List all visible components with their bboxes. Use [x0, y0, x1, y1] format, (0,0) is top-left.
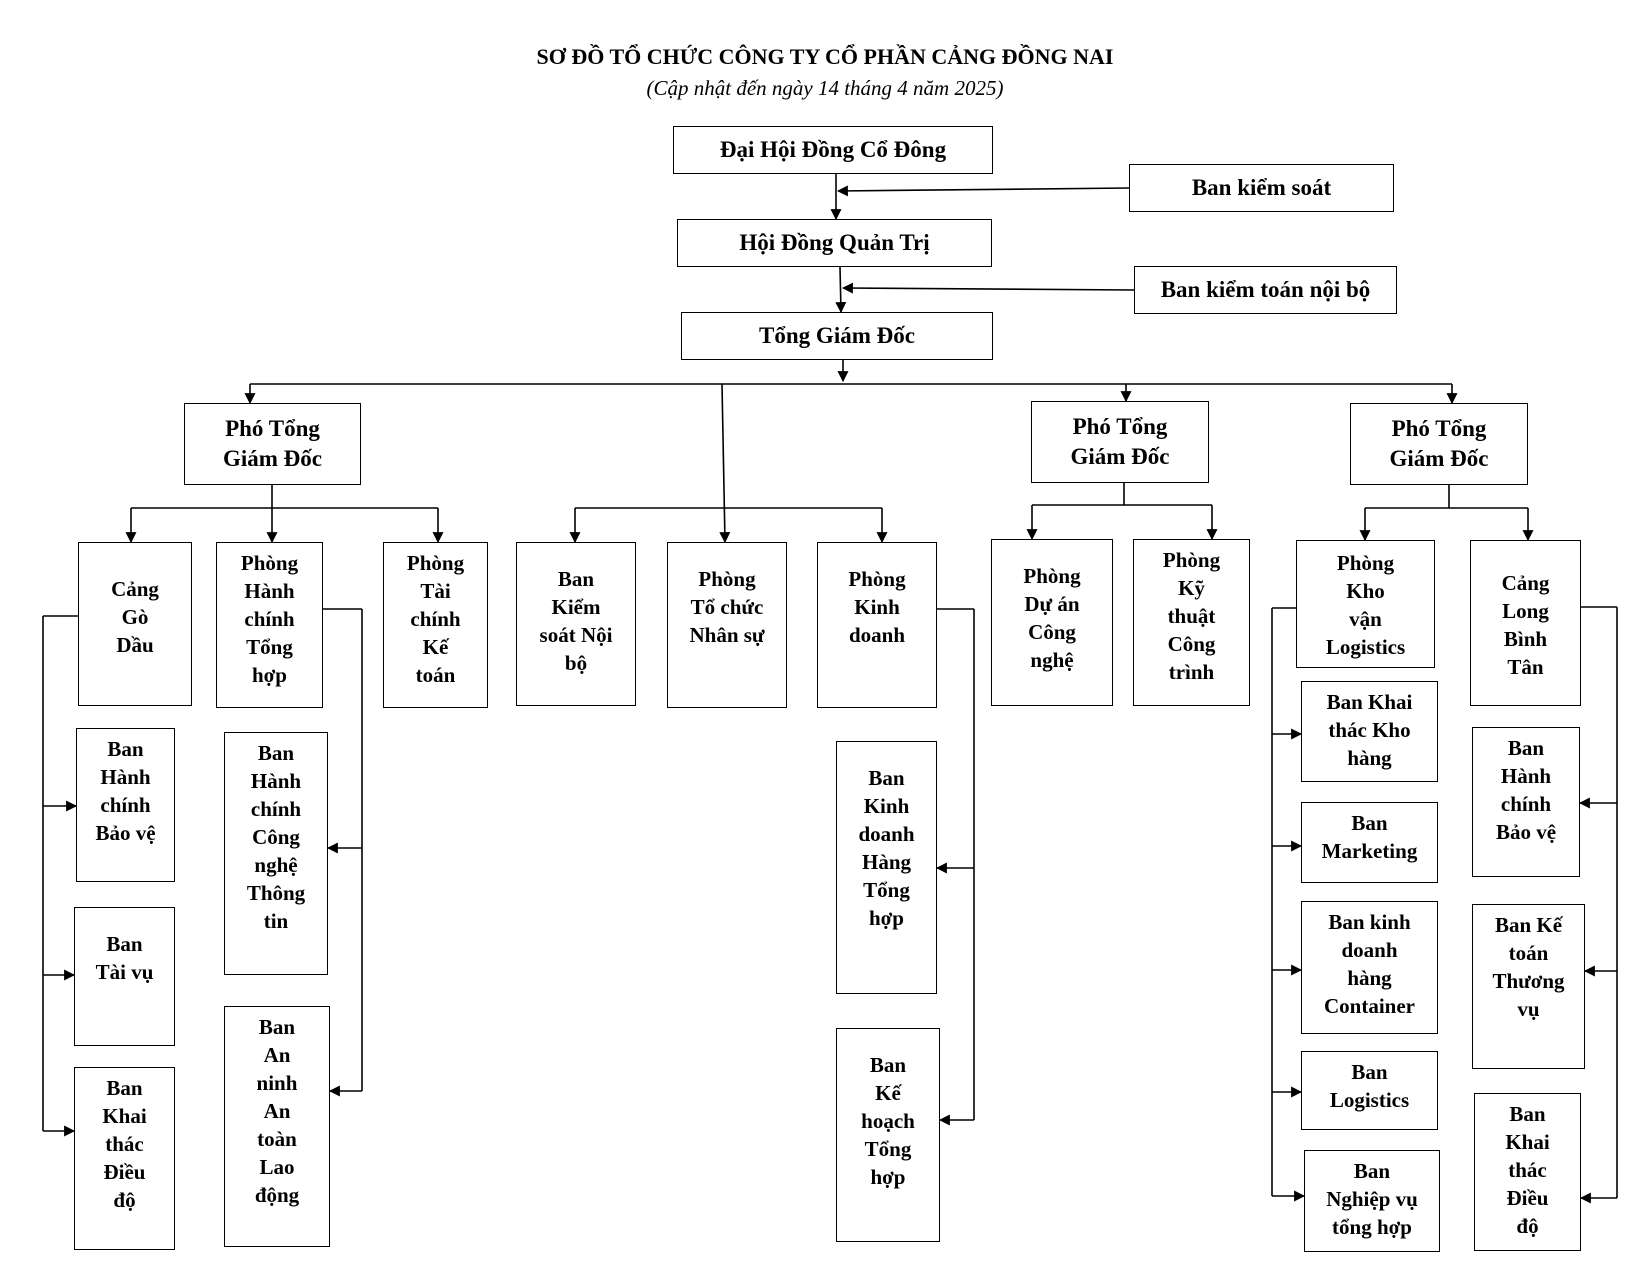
tech-project-dept-label: Phòng Dự án Công nghệ: [1023, 564, 1081, 672]
go-dau-dispatch-label: Ban Khai thác Điều độ: [102, 1076, 147, 1212]
supervisory-label: Ban kiểm soát: [1191, 175, 1332, 200]
connector-line-1: [836, 185, 1130, 197]
marketing-unit-box: Ban Marketing: [1301, 802, 1438, 883]
business-dept-box: Phòng Kinh doanh: [817, 542, 937, 708]
hr-dept-label: Phòng Tổ chức Nhân sự: [689, 567, 765, 647]
long-binh-tan-port-box: Cảng Long Bình Tân: [1470, 540, 1581, 706]
ceo-box: Tổng Giám Đốc: [681, 312, 993, 360]
safety-unit-label: Ban An ninh An toàn Lao động: [254, 1015, 300, 1207]
internal-control-box: Ban Kiểm soát Nội bộ: [516, 542, 636, 706]
construction-dept-label: Phòng Kỹ thuật Công trình: [1162, 548, 1221, 684]
deputy-ceo-2-box: Phó Tổng Giám Đốc: [1031, 401, 1209, 483]
deputy-ceo-2-label: Phó Tổng Giám Đốc: [1070, 414, 1170, 469]
shareholders-label: Đại Hội Đồng Cổ Đông: [719, 137, 947, 162]
planning-unit-label: Ban Kế hoạch Tổng hợp: [861, 1053, 915, 1189]
go-dau-port-label: Cảng Gò Dầu: [111, 577, 159, 657]
marketing-unit-label: Ban Marketing: [1321, 811, 1418, 863]
logistics-unit-box: Ban Logistics: [1301, 1051, 1438, 1130]
shareholders-box: Đại Hội Đồng Cổ Đông: [673, 126, 993, 174]
deputy-ceo-3-box: Phó Tổng Giám Đốc: [1350, 403, 1528, 485]
connector-line-3: [841, 282, 1135, 294]
general-ops-unit-box: Ban Nghiệp vụ tổng hợp: [1304, 1150, 1440, 1252]
lbt-accounting-label: Ban Kế toán Thương vụ: [1492, 913, 1565, 1021]
general-ops-unit-label: Ban Nghiệp vụ tổng hợp: [1326, 1159, 1418, 1239]
it-unit-box: Ban Hành chính Công nghệ Thông tin: [224, 732, 328, 975]
warehouse-unit-label: Ban Khai thác Kho hàng: [1326, 690, 1413, 770]
supervisory-box: Ban kiểm soát: [1129, 164, 1394, 212]
connector-line-2: [835, 266, 847, 314]
deputy-ceo-1-box: Phó Tổng Giám Đốc: [184, 403, 361, 485]
lbt-security-label: Ban Hành chính Bảo vệ: [1495, 736, 1557, 844]
internal-audit-label: Ban kiểm toán nội bộ: [1160, 277, 1371, 302]
go-dau-treasury-label: Ban Tài vụ: [95, 932, 154, 984]
hr-dept-box: Phòng Tổ chức Nhân sự: [667, 542, 787, 708]
warehouse-unit-box: Ban Khai thác Kho hàng: [1301, 681, 1438, 782]
safety-unit-box: Ban An ninh An toàn Lao động: [224, 1006, 330, 1247]
board-box: Hội Đồng Quản Trị: [677, 219, 992, 267]
finance-dept-label: Phòng Tài chính Kế toán: [406, 551, 465, 687]
ceo-label: Tổng Giám Đốc: [759, 323, 915, 348]
go-dau-port-box: Cảng Gò Dầu: [78, 542, 192, 706]
logistics-unit-label: Ban Logistics: [1329, 1060, 1410, 1112]
container-unit-box: Ban kinh doanh hàng Container: [1301, 901, 1438, 1034]
chart-subtitle: (Cập nhật đến ngày 14 tháng 4 năm 2025): [646, 76, 1004, 100]
go-dau-security-label: Ban Hành chính Bảo vệ: [95, 737, 156, 845]
finance-dept-box: Phòng Tài chính Kế toán: [383, 542, 488, 708]
long-binh-tan-port-label: Cảng Long Bình Tân: [1501, 571, 1550, 679]
lbt-accounting-box: Ban Kế toán Thương vụ: [1472, 904, 1585, 1069]
planning-unit-box: Ban Kế hoạch Tổng hợp: [836, 1028, 940, 1242]
general-goods-unit-box: Ban Kinh doanh Hàng Tổng hợp: [836, 741, 937, 994]
logistics-dept-box: Phòng Kho vận Logistics: [1296, 540, 1435, 668]
admin-dept-label: Phòng Hành chính Tổng hợp: [240, 551, 299, 687]
chart-title: SƠ ĐỒ TỔ CHỨC CÔNG TY CỔ PHẦN CẢNG ĐỒNG …: [536, 44, 1114, 69]
tech-project-dept-box: Phòng Dự án Công nghệ: [991, 539, 1113, 706]
go-dau-security-box: Ban Hành chính Bảo vệ: [76, 728, 175, 882]
go-dau-dispatch-box: Ban Khai thác Điều độ: [74, 1067, 175, 1250]
connector-line-9: [719, 383, 731, 544]
deputy-ceo-1-label: Phó Tổng Giám Đốc: [222, 416, 322, 471]
admin-dept-box: Phòng Hành chính Tổng hợp: [216, 542, 323, 708]
internal-audit-box: Ban kiểm toán nội bộ: [1134, 266, 1397, 314]
container-unit-label: Ban kinh doanh hàng Container: [1324, 910, 1415, 1018]
board-label: Hội Đồng Quản Trị: [739, 230, 930, 255]
construction-dept-box: Phòng Kỹ thuật Công trình: [1133, 539, 1250, 706]
general-goods-unit-label: Ban Kinh doanh Hàng Tổng hợp: [858, 766, 915, 930]
lbt-dispatch-box: Ban Khai thác Điều độ: [1474, 1093, 1581, 1251]
logistics-dept-label: Phòng Kho vận Logistics: [1325, 551, 1406, 659]
lbt-security-box: Ban Hành chính Bảo vệ: [1472, 727, 1580, 877]
it-unit-label: Ban Hành chính Công nghệ Thông tin: [246, 741, 306, 933]
deputy-ceo-3-label: Phó Tổng Giám Đốc: [1389, 416, 1489, 471]
business-dept-label: Phòng Kinh doanh: [848, 567, 906, 647]
lbt-dispatch-label: Ban Khai thác Điều độ: [1505, 1102, 1550, 1238]
go-dau-treasury-box: Ban Tài vụ: [74, 907, 175, 1046]
internal-control-label: Ban Kiểm soát Nội bộ: [539, 567, 613, 675]
